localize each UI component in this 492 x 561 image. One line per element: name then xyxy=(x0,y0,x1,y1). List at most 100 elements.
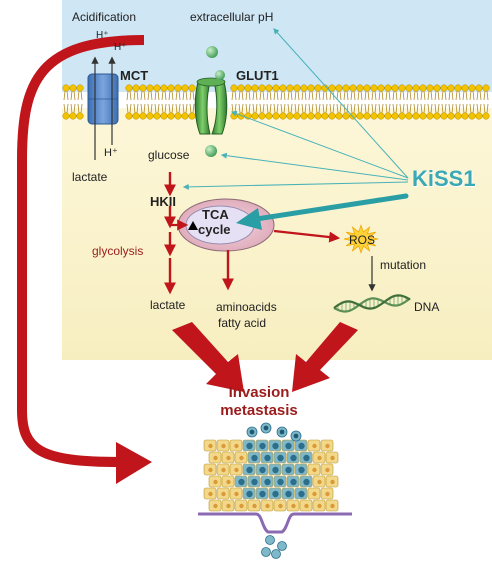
lipid-tail xyxy=(273,103,276,114)
lipid-head xyxy=(181,84,189,92)
lipid-tail xyxy=(416,90,419,101)
lipid-head xyxy=(447,84,455,92)
cell-nucleus xyxy=(298,490,305,498)
extracellular-ph-label: extracellular pH xyxy=(190,10,274,24)
lipid-tail xyxy=(322,103,325,114)
lipid-tail xyxy=(182,90,185,101)
lipid-tail xyxy=(290,90,293,101)
plasma-membrane xyxy=(62,84,490,120)
lipid-head xyxy=(440,112,448,120)
lipid-tail xyxy=(332,103,335,114)
lipid-tail xyxy=(325,103,328,114)
lipid-tail xyxy=(287,90,290,101)
lipid-tail xyxy=(73,90,76,101)
cell-nucleus xyxy=(265,503,270,509)
lipid-head xyxy=(167,112,175,120)
lipid-tail xyxy=(374,90,377,101)
lactate-int-label: lactate xyxy=(150,298,186,312)
lipid-head xyxy=(286,84,294,92)
lipid-tail xyxy=(283,103,286,114)
lipid-tail xyxy=(192,103,195,114)
lipid-tail xyxy=(140,90,143,101)
lipid-tail xyxy=(77,103,80,114)
cell-nucleus xyxy=(264,478,271,486)
cell-nucleus xyxy=(312,491,317,497)
lipid-head xyxy=(139,84,147,92)
lipid-tail xyxy=(262,103,265,114)
lipid-tail xyxy=(371,103,374,114)
cell-nucleus xyxy=(264,454,271,462)
lipid-tail xyxy=(353,103,356,114)
aminoacids-label: aminoacids xyxy=(216,300,277,314)
lipid-head xyxy=(377,84,385,92)
lipid-head xyxy=(384,112,392,120)
lipid-tail xyxy=(441,90,444,101)
glut1-label: GLUT1 xyxy=(236,68,279,83)
lipid-head xyxy=(139,112,147,120)
cell-nucleus xyxy=(238,478,245,486)
lipid-tail xyxy=(451,90,454,101)
lipid-head xyxy=(132,112,140,120)
lipid-tail xyxy=(185,103,188,114)
lipid-tail xyxy=(171,103,174,114)
cell-nucleus xyxy=(221,467,226,473)
invading-cell xyxy=(271,549,281,559)
lipid-tail xyxy=(231,90,234,101)
lipid-head xyxy=(342,112,350,120)
lipid-tail xyxy=(276,90,279,101)
lipid-tail xyxy=(381,90,384,101)
cell-nucleus xyxy=(279,429,285,435)
lipid-tail xyxy=(301,90,304,101)
lipid-head xyxy=(356,84,364,92)
lipid-tail xyxy=(364,90,367,101)
lipid-tail xyxy=(472,90,475,101)
lipid-tail xyxy=(462,90,465,101)
cell-nucleus xyxy=(290,454,297,462)
lipid-tail xyxy=(301,103,304,114)
cell-nucleus xyxy=(246,490,253,498)
lipid-head xyxy=(384,84,392,92)
lipid-head xyxy=(125,84,133,92)
lipid-head xyxy=(181,112,189,120)
lactate-ext-label: lactate xyxy=(72,170,108,184)
lipid-tail xyxy=(367,103,370,114)
lipid-head xyxy=(69,112,77,120)
lipid-head xyxy=(307,84,315,92)
cell-nucleus xyxy=(208,467,213,473)
lipid-tail xyxy=(465,103,468,114)
ros-star-shape xyxy=(343,224,379,254)
cell-nucleus xyxy=(317,479,322,485)
fatty-acid-label: fatty acid xyxy=(218,316,267,330)
lipid-tail xyxy=(458,103,461,114)
lipid-head xyxy=(321,84,329,92)
lipid-tail xyxy=(455,103,458,114)
lipid-tail xyxy=(448,90,451,101)
lipid-tail xyxy=(129,103,132,114)
lipid-head xyxy=(433,84,441,92)
lipid-head xyxy=(482,112,490,120)
lipid-head xyxy=(188,84,196,92)
lipid-tail xyxy=(157,90,160,101)
lipid-tail xyxy=(178,103,181,114)
lipid-tail xyxy=(133,103,136,114)
cell-nucleus xyxy=(221,491,226,497)
glucose-ball-1 xyxy=(206,46,218,58)
lipid-tail xyxy=(161,103,164,114)
lipid-head xyxy=(461,84,469,92)
lipid-tail xyxy=(346,90,349,101)
glucose-ball-2 xyxy=(215,70,225,80)
lipid-tail xyxy=(70,103,73,114)
cell-nucleus xyxy=(226,503,231,509)
cell-nucleus xyxy=(246,442,253,450)
cell-nucleus xyxy=(259,490,266,498)
lipid-head xyxy=(468,112,476,120)
lipid-tail xyxy=(297,90,300,101)
lipid-head xyxy=(475,112,483,120)
h-plus-label-3: H⁺ xyxy=(104,147,118,159)
lipid-tail xyxy=(318,103,321,114)
ros-label: ROS xyxy=(349,233,376,247)
lipid-tail xyxy=(269,103,272,114)
lipid-head xyxy=(370,112,378,120)
acidification-curve-arrow xyxy=(17,35,145,467)
